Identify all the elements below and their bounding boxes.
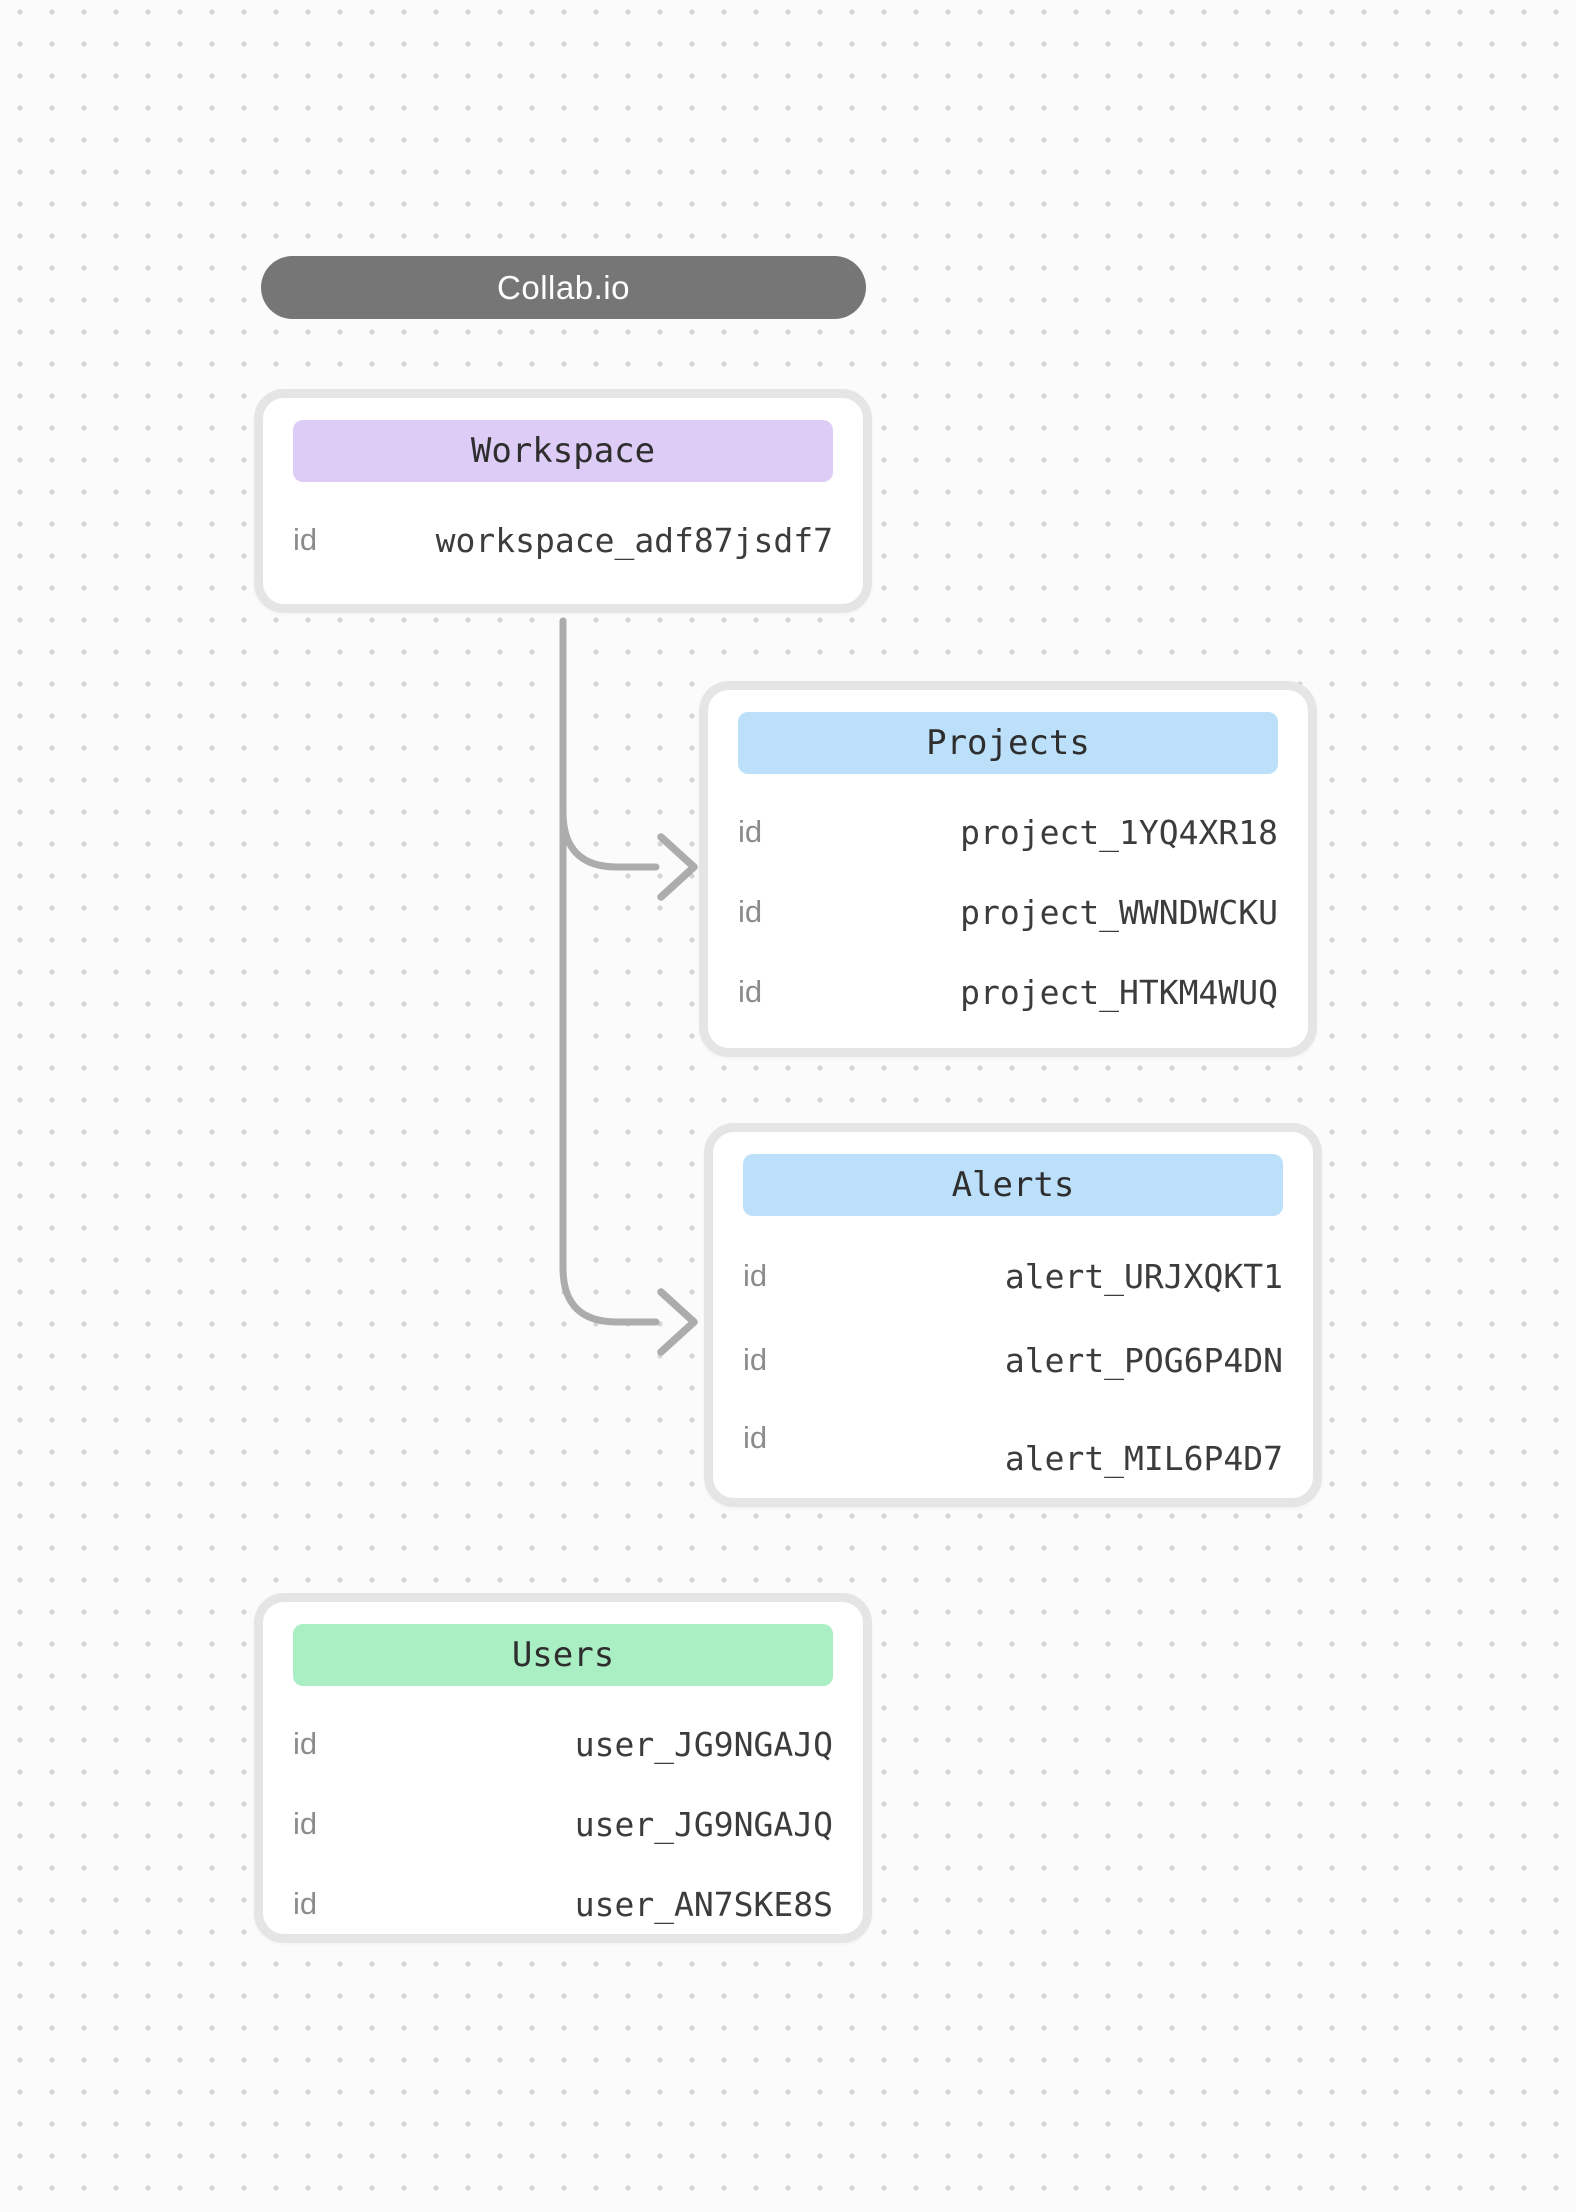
node-projects-header: Projects xyxy=(738,712,1278,774)
field-row: id alert_MIL6P4D7 xyxy=(743,1402,1283,1486)
field-value: alert_POG6P4DN xyxy=(1004,1340,1283,1380)
node-projects[interactable]: Projects id project_1YQ4XR18 id project_… xyxy=(699,681,1317,1057)
app-title-label: Collab.io xyxy=(497,268,630,306)
node-users-header: Users xyxy=(293,1624,833,1686)
node-alerts[interactable]: Alerts id alert_URJXQKT1 id alert_POG6P4… xyxy=(704,1123,1322,1507)
field-value: alert_MIL6P4D7 xyxy=(1004,1438,1283,1478)
field-row: id workspace_adf87jsdf7 xyxy=(293,500,833,580)
field-row: id project_WWNDWCKU xyxy=(738,872,1278,952)
field-row: id user_JG9NGAJQ xyxy=(293,1784,833,1864)
field-key: id xyxy=(293,1886,318,1921)
edge-workspace-to-projects xyxy=(559,808,660,871)
field-value: user_AN7SKE8S xyxy=(574,1884,833,1924)
node-workspace-header: Workspace xyxy=(293,420,833,482)
field-key: id xyxy=(743,1420,768,1455)
field-value: workspace_adf87jsdf7 xyxy=(435,520,833,560)
arrowhead-alerts-icon xyxy=(657,1288,698,1356)
node-alerts-header: Alerts xyxy=(743,1154,1283,1216)
field-value: project_1YQ4XR18 xyxy=(960,812,1278,852)
field-key: id xyxy=(293,1806,318,1841)
field-key: id xyxy=(293,522,318,557)
field-value: project_HTKM4WUQ xyxy=(960,972,1278,1012)
field-key: id xyxy=(743,1258,768,1293)
field-value: user_JG9NGAJQ xyxy=(574,1724,833,1764)
node-workspace-rows: id workspace_adf87jsdf7 xyxy=(293,500,833,580)
field-value: project_WWNDWCKU xyxy=(960,892,1278,932)
field-value: user_JG9NGAJQ xyxy=(574,1804,833,1844)
field-key: id xyxy=(738,814,763,849)
field-key: id xyxy=(738,894,763,929)
edge-workspace-to-alerts xyxy=(559,617,660,1326)
node-users[interactable]: Users id user_JG9NGAJQ id user_JG9NGAJQ … xyxy=(254,1593,872,1943)
field-row: id user_AN7SKE8S xyxy=(293,1864,833,1944)
node-alerts-rows: id alert_URJXQKT1 id alert_POG6P4DN id a… xyxy=(743,1234,1283,1486)
app-title-pill[interactable]: Collab.io xyxy=(261,256,866,319)
node-workspace[interactable]: Workspace id workspace_adf87jsdf7 xyxy=(254,389,872,613)
field-key: id xyxy=(293,1726,318,1761)
field-key: id xyxy=(743,1342,768,1377)
node-users-rows: id user_JG9NGAJQ id user_JG9NGAJQ id use… xyxy=(293,1704,833,1944)
field-row: id project_HTKM4WUQ xyxy=(738,952,1278,1032)
field-row: id user_JG9NGAJQ xyxy=(293,1704,833,1784)
arrowhead-projects-icon xyxy=(657,833,698,901)
field-row: id project_1YQ4XR18 xyxy=(738,792,1278,872)
node-projects-rows: id project_1YQ4XR18 id project_WWNDWCKU … xyxy=(738,792,1278,1032)
field-key: id xyxy=(738,974,763,1009)
field-value: alert_URJXQKT1 xyxy=(1004,1256,1283,1296)
field-row: id alert_POG6P4DN xyxy=(743,1318,1283,1402)
field-row: id alert_URJXQKT1 xyxy=(743,1234,1283,1318)
